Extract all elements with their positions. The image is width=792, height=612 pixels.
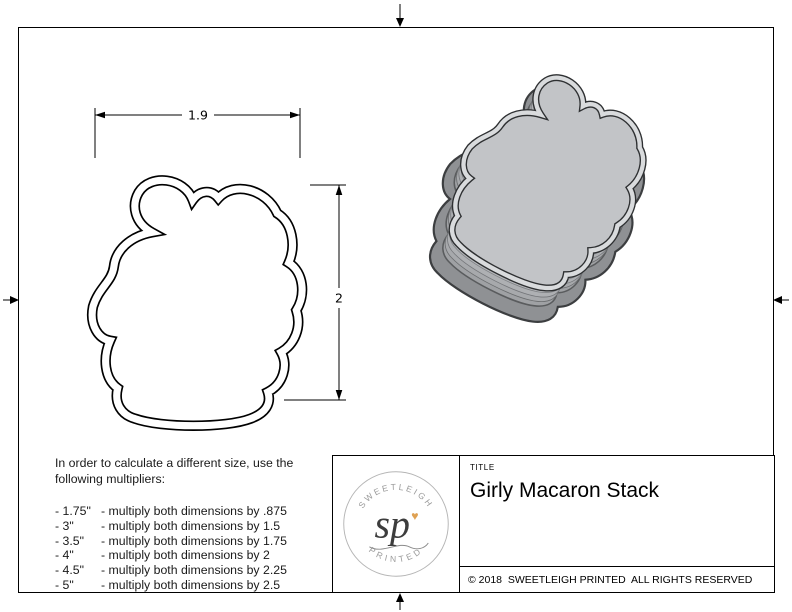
brand-logo-badge: SWEETLEIGH PRINTED sp ♥ [343, 471, 449, 577]
multiplier-rule: - multiply both dimensions by 1.5 [101, 518, 281, 533]
multiplier-size: - 4" [55, 548, 74, 563]
multiplier-size: - 3.5" [55, 533, 84, 548]
logo-monogram: sp [374, 501, 409, 546]
width-dimension: 1.9 [94, 108, 301, 158]
multiplier-row: - 5" - multiply both dimensions by 2.5 [55, 578, 327, 593]
copyright-text: © 2018 SWEETLEIGH PRINTED ALL RIGHTS RES… [460, 566, 774, 592]
multiplier-size: - 4.5" [55, 563, 84, 578]
width-dimension-label: 1.9 [188, 108, 208, 123]
multiplier-rule: - multiply both dimensions by 2 [101, 548, 270, 563]
multiplier-row: - 4" - multiply both dimensions by 2 [55, 548, 327, 563]
multiplier-rule: - multiply both dimensions by 1.75 [101, 533, 287, 548]
height-dimension: 2 [284, 184, 346, 401]
multiplier-size: - 3" [55, 518, 74, 533]
bottom-center-arrow-icon [396, 593, 404, 610]
multiplier-row: - 3.5" - multiply both dimensions by 1.7… [55, 534, 327, 549]
instructions-intro: In order to calculate a different size, … [55, 456, 294, 486]
right-center-arrow-icon [773, 296, 789, 304]
multiplier-rule: - multiply both dimensions by .875 [101, 503, 287, 518]
brand-logo: SWEETLEIGH PRINTED sp ♥ [333, 456, 460, 592]
multiplier-row: - 4.5" - multiply both dimensions by 2.2… [55, 563, 327, 578]
multiplier-size: - 1.75" [55, 503, 91, 518]
title-label: TITLE [470, 463, 495, 472]
multiplier-rule: - multiply both dimensions by 2.5 [101, 577, 281, 592]
title-block: SWEETLEIGH PRINTED sp ♥ TITLE Girly Maca… [332, 455, 775, 593]
top-center-arrow-icon [396, 4, 404, 27]
multiplier-row: - 3" - multiply both dimensions by 1.5 [55, 519, 327, 534]
multiplier-rule: - multiply both dimensions by 2.25 [101, 563, 287, 578]
multiplier-row: - 1.75" - multiply both dimensions by .8… [55, 504, 327, 519]
page-title: Girly Macaron Stack [470, 479, 660, 502]
multiplier-list: - 1.75" - multiply both dimensions by .8… [55, 504, 327, 593]
cutter-2d-drawing: 1.9 2 [62, 108, 346, 441]
title-block-right: TITLE Girly Macaron Stack © 2018 SWEETLE… [460, 456, 774, 592]
cutter-3d-render [398, 30, 676, 350]
left-center-arrow-icon [3, 296, 19, 304]
cutter-outline [92, 180, 302, 425]
multiplier-size: - 5" [55, 577, 74, 592]
title-area: TITLE Girly Macaron Stack [460, 456, 774, 566]
logo-flourish [369, 542, 429, 550]
heart-icon: ♥ [411, 509, 418, 523]
size-instructions: In order to calculate a different size, … [55, 456, 327, 593]
height-dimension-label: 2 [335, 291, 343, 306]
logo-circle [343, 471, 449, 577]
